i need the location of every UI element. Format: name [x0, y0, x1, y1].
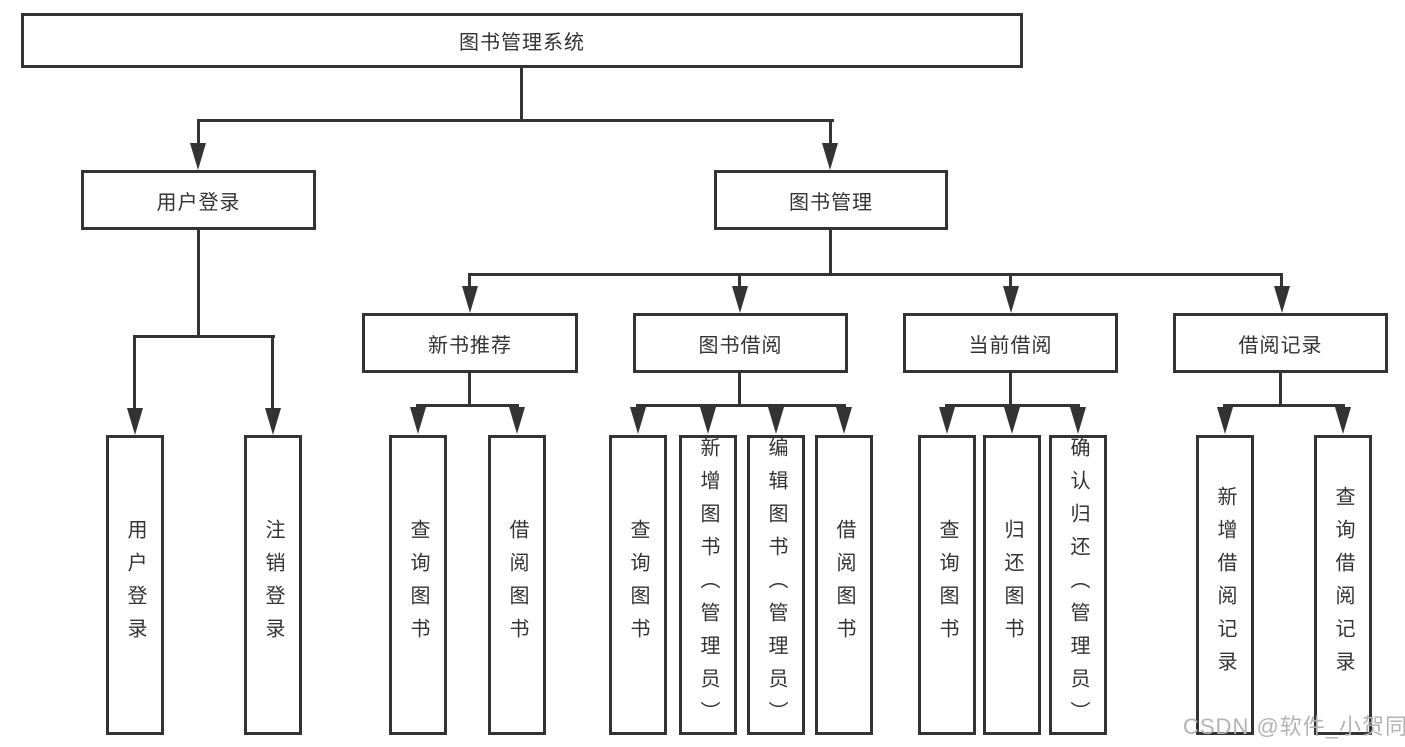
connector-vline	[1280, 275, 1283, 289]
node-label: 新书推荐	[428, 334, 512, 357]
arrowhead-down-icon	[462, 286, 478, 313]
arrowhead-down-icon	[822, 143, 838, 170]
leaf-add-borrow-record: 新增借阅记录	[1196, 435, 1254, 735]
connector-hline	[416, 404, 519, 407]
arrowhead-down-icon	[509, 407, 525, 434]
arrowhead-down-icon	[1004, 407, 1020, 434]
connector-vline	[468, 275, 471, 289]
leaf-label: 借阅图书	[506, 519, 528, 651]
leaf-query-books-recommend: 查询图书	[389, 435, 447, 735]
leaf-label: 确认归还（管理员）	[1067, 436, 1089, 734]
connector-vline	[271, 337, 274, 410]
node-user-login: 用户登录	[81, 170, 316, 230]
connector-vline	[829, 121, 832, 147]
leaf-query-books-borrow: 查询图书	[609, 435, 667, 735]
connector-hline	[468, 273, 1283, 276]
leaf-label: 查询图书	[936, 519, 958, 651]
arrowhead-down-icon	[190, 143, 206, 170]
arrowhead-down-icon	[1003, 286, 1019, 313]
leaf-label: 借阅图书	[833, 519, 855, 651]
node-label: 当前借阅	[968, 334, 1053, 357]
arrowhead-down-icon	[1335, 407, 1351, 434]
node-borrow-records: 借阅记录	[1173, 313, 1388, 373]
arrowhead-down-icon	[700, 407, 716, 434]
leaf-label: 查询借阅记录	[1332, 486, 1354, 684]
arrowhead-down-icon	[768, 407, 784, 434]
arrowhead-down-icon	[410, 407, 426, 434]
leaf-label: 归还图书	[1001, 519, 1023, 651]
connector-hline	[1223, 404, 1345, 407]
connector-vline	[738, 373, 741, 407]
node-current-borrow: 当前借阅	[903, 313, 1118, 373]
leaf-add-book-admin: 新增图书（管理员）	[679, 435, 737, 735]
node-label: 用户登录	[156, 191, 241, 214]
leaf-return-book: 归还图书	[983, 435, 1041, 735]
connector-vline	[197, 121, 200, 147]
csdn-watermark: CSDN @软件_小贺同学	[1183, 714, 1405, 739]
node-label: 图书管理	[789, 191, 873, 214]
node-label: 图书管理系统	[459, 32, 585, 54]
node-library-management-system: 图书管理系统	[21, 13, 1023, 68]
connector-vline	[133, 337, 136, 410]
leaf-borrow-books: 借阅图书	[815, 435, 873, 735]
connector-vline	[520, 68, 523, 122]
node-book-borrow: 图书借阅	[633, 313, 848, 373]
leaf-query-borrow-record: 查询借阅记录	[1314, 435, 1372, 735]
arrowhead-down-icon	[1070, 407, 1086, 434]
leaf-label: 注销登录	[262, 519, 284, 651]
leaf-confirm-return-admin: 确认归还（管理员）	[1049, 435, 1107, 735]
connector-vline	[1009, 373, 1012, 407]
arrowhead-down-icon	[732, 286, 748, 313]
leaf-borrow-books-recommend: 借阅图书	[488, 435, 546, 735]
connector-hline	[197, 119, 834, 122]
arrowhead-down-icon	[630, 407, 646, 434]
leaf-query-books-current: 查询图书	[918, 435, 976, 735]
node-new-book-recommend: 新书推荐	[362, 313, 578, 373]
arrowhead-down-icon	[265, 408, 281, 435]
leaf-user-login: 用户登录	[106, 435, 164, 735]
arrowhead-down-icon	[1217, 407, 1233, 434]
arrowhead-down-icon	[127, 408, 143, 435]
connector-hline	[636, 404, 846, 407]
leaf-label: 查询图书	[627, 519, 649, 651]
leaf-label: 查询图书	[407, 519, 429, 651]
connector-hline	[945, 404, 1080, 407]
leaf-label: 新增图书（管理员）	[697, 436, 719, 734]
connector-vline	[197, 230, 200, 338]
node-label: 图书借阅	[698, 334, 783, 357]
connector-vline	[829, 230, 832, 276]
leaf-edit-book-admin: 编辑图书（管理员）	[747, 435, 805, 735]
leaf-label: 新增借阅记录	[1214, 486, 1236, 684]
connector-vline	[1009, 275, 1012, 289]
arrowhead-down-icon	[836, 407, 852, 434]
arrowhead-down-icon	[939, 407, 955, 434]
connector-vline	[1279, 373, 1282, 407]
connector-vline	[738, 275, 741, 289]
leaf-label: 编辑图书（管理员）	[765, 436, 787, 734]
node-label: 借阅记录	[1238, 334, 1323, 357]
leaf-label: 用户登录	[124, 519, 146, 651]
connector-hline	[133, 335, 275, 338]
leaf-logout: 注销登录	[244, 435, 302, 735]
node-book-management: 图书管理	[714, 170, 948, 230]
arrowhead-down-icon	[1274, 286, 1290, 313]
connector-vline	[468, 373, 471, 407]
